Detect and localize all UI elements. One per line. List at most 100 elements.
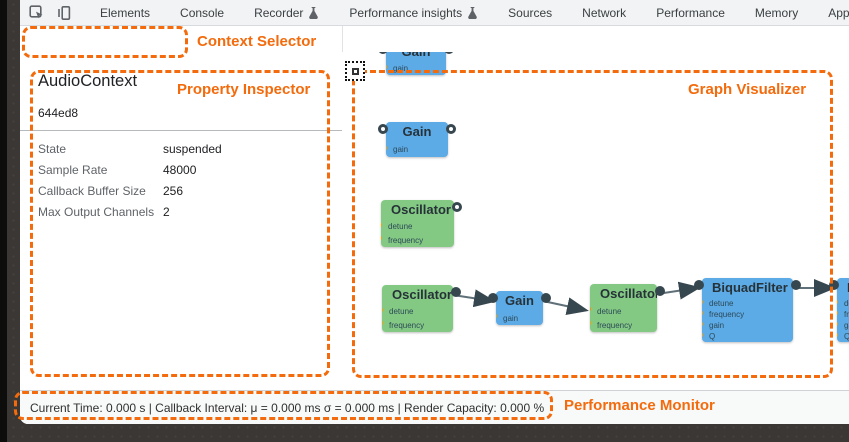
param-row: frequency (837, 309, 849, 320)
tab-performance-insights[interactable]: Performance insights (334, 0, 493, 25)
param-row: Q (702, 331, 793, 342)
input-port (378, 124, 388, 134)
tab-label: Sources (508, 5, 553, 20)
output-port (541, 293, 551, 303)
property-value: 2 (163, 204, 170, 219)
property-label: Sample Rate (38, 162, 108, 177)
param-row: detune (702, 298, 793, 309)
node-title: Oscillator (391, 202, 451, 217)
tab-memory[interactable]: Memory (740, 0, 813, 25)
param-label: gain (844, 321, 849, 330)
input-port (488, 293, 498, 303)
tab-label: Memory (754, 5, 799, 20)
graph-edge (452, 289, 496, 308)
tab-sources[interactable]: Sources (493, 0, 567, 25)
tab-recorder[interactable]: Recorder (239, 0, 334, 25)
param-port-frequency (702, 309, 703, 316)
devtools-window: Elements Console Recorder Performance insig… (20, 0, 849, 424)
tab-network[interactable]: Network (567, 0, 641, 25)
divider (20, 130, 342, 131)
output-port (451, 287, 461, 297)
node-title: Oscillator (600, 286, 657, 301)
property-label: State (38, 141, 67, 156)
param-label: Q (844, 332, 849, 341)
param-row: detune (590, 304, 657, 318)
tab-label: Application (828, 5, 849, 20)
param-row: gain (386, 142, 448, 157)
param-port-detune (382, 306, 383, 313)
performance-monitor-bar: Current Time: 0.000 s | Callback Interva… (20, 390, 849, 424)
tab-application[interactable]: Application (813, 0, 849, 25)
tab-console[interactable]: Console (165, 0, 239, 25)
param-port-detune (702, 298, 703, 305)
output-port (655, 286, 665, 296)
device-toolbar-icon[interactable] (55, 4, 73, 22)
input-port (694, 280, 704, 290)
graph-node-gain[interactable]: Gain gain (378, 122, 456, 157)
param-port-detune (837, 298, 838, 305)
tab-label: Performance insights (349, 5, 463, 20)
flask-icon (309, 6, 319, 19)
property-label: Callback Buffer Size (38, 183, 146, 198)
tab-elements[interactable]: Elements (85, 0, 165, 25)
graph-node-oscillator[interactable]: Oscillator detune frequency (381, 200, 462, 248)
node-title: Gain (386, 52, 446, 62)
graph-edge (542, 297, 589, 316)
graph-node-oscillator[interactable]: Oscillator detune frequency (382, 285, 461, 333)
param-label: detune (388, 222, 413, 232)
param-label: frequency (844, 310, 849, 319)
param-label: frequency (388, 235, 424, 245)
param-label: detune (389, 307, 414, 317)
tab-performance[interactable]: Performance (641, 0, 740, 25)
param-row: frequency (702, 309, 793, 320)
graph-node-gain[interactable]: Gain gain (488, 291, 551, 325)
param-row: frequency (590, 318, 657, 332)
param-port-Q (702, 331, 703, 338)
param-label: frequency (709, 310, 745, 319)
context-id: 644ed8 (38, 106, 79, 120)
graph-visualizer-panel[interactable]: GaingainGaingainOscillatordetunefrequenc… (342, 52, 849, 390)
param-row: gain (496, 311, 543, 325)
param-port-gain (702, 320, 703, 327)
param-label: Q (709, 332, 716, 341)
node-title: Gain (505, 293, 534, 308)
param-row: gain (837, 320, 849, 331)
param-port-frequency (381, 235, 382, 242)
output-port (452, 202, 462, 212)
param-row: Q (837, 331, 849, 342)
flask-icon (468, 6, 477, 19)
param-port-detune (590, 306, 591, 312)
param-port-Q (837, 331, 838, 338)
tab-label: Network (582, 5, 627, 20)
param-row: detune (382, 305, 453, 319)
graph-node-gain[interactable]: Gain gain (378, 52, 454, 75)
param-label: detune (709, 299, 734, 308)
param-label: gain (393, 145, 409, 154)
input-port (829, 280, 839, 290)
param-row: detune (837, 298, 849, 309)
audiocontext-title: AudioContext (38, 72, 138, 90)
node-title: Gain (402, 124, 432, 139)
param-label: detune (844, 299, 849, 308)
param-port-frequency (590, 320, 591, 326)
param-label: gain (393, 64, 409, 73)
param-port-gain (386, 144, 387, 151)
output-port (791, 280, 801, 290)
param-row: frequency (382, 319, 453, 333)
tab-label: Console (180, 5, 225, 20)
tab-label: Performance (656, 5, 725, 20)
node-title: Oscillator (392, 287, 452, 302)
performance-monitor-text: Current Time: 0.000 s | Callback Interva… (30, 400, 545, 415)
param-row: frequency (381, 234, 454, 248)
tab-label: Elements (100, 5, 151, 20)
inspect-element-icon[interactable] (28, 4, 46, 22)
